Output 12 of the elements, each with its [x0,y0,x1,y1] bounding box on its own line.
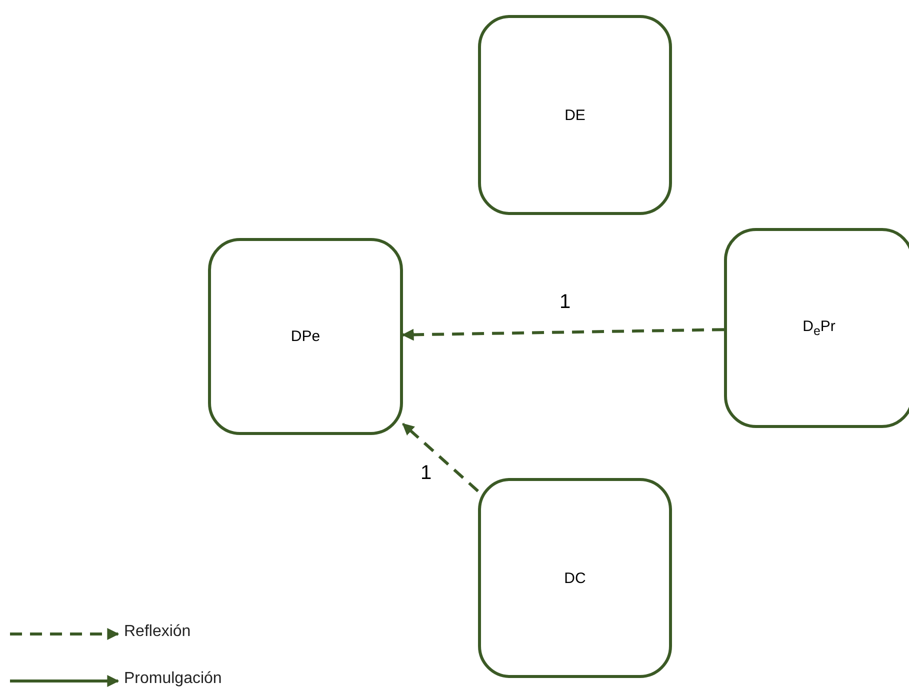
node-label: DE [564,106,586,124]
legend-label: Promulgación [124,670,222,688]
node-label: DPe [290,328,320,345]
rounded-box [478,15,672,215]
rounded-box [724,228,909,428]
node-label: D$_{e}$Pr [802,318,836,338]
dashed-arrow [402,328,724,341]
rounded-box [478,478,672,678]
legend-label: Reflexión [124,623,191,641]
node-label: DC [564,570,586,586]
dashed-arrow [402,422,479,492]
rounded-box [208,238,403,435]
